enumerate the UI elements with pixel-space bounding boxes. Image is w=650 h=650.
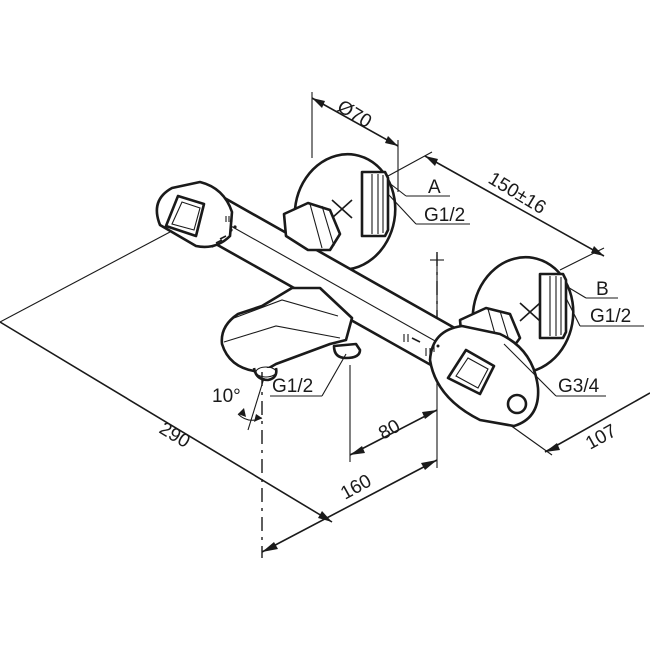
- callout-spout-thread: G1/2: [270, 353, 347, 397]
- callout-b-thread: G1/2: [590, 306, 631, 327]
- callout-shower-thread: G3/4: [503, 343, 606, 397]
- angle-indicator: 10°: [212, 377, 265, 431]
- temperature-handle[interactable]: [155, 180, 234, 249]
- dimension-290-label: 290: [155, 418, 193, 452]
- callout-b-label: B: [596, 279, 609, 300]
- callout-shower-thread-label: G3/4: [558, 376, 600, 397]
- angle-label: 10°: [212, 386, 241, 407]
- dimension-80: 80: [349, 365, 438, 462]
- callout-a: A G1/2: [387, 177, 470, 226]
- callout-a-label: A: [428, 177, 441, 198]
- flow-scale-marks: [403, 334, 440, 356]
- dimension-spacing: 150±16: [387, 151, 605, 271]
- dimension-107-label: 107: [582, 421, 620, 455]
- callout-spout-thread-label: G1/2: [272, 376, 313, 397]
- left-union-nut: [282, 201, 342, 252]
- callout-b: B G1/2: [565, 279, 644, 327]
- temperature-scale-marks: [211, 216, 237, 248]
- callout-a-thread: G1/2: [424, 205, 465, 226]
- dimension-160-label: 160: [337, 471, 375, 505]
- spout: [220, 286, 362, 382]
- dimension-diameter-label: Ø70: [333, 96, 375, 133]
- dimension-spacing-label: 150±16: [484, 168, 549, 219]
